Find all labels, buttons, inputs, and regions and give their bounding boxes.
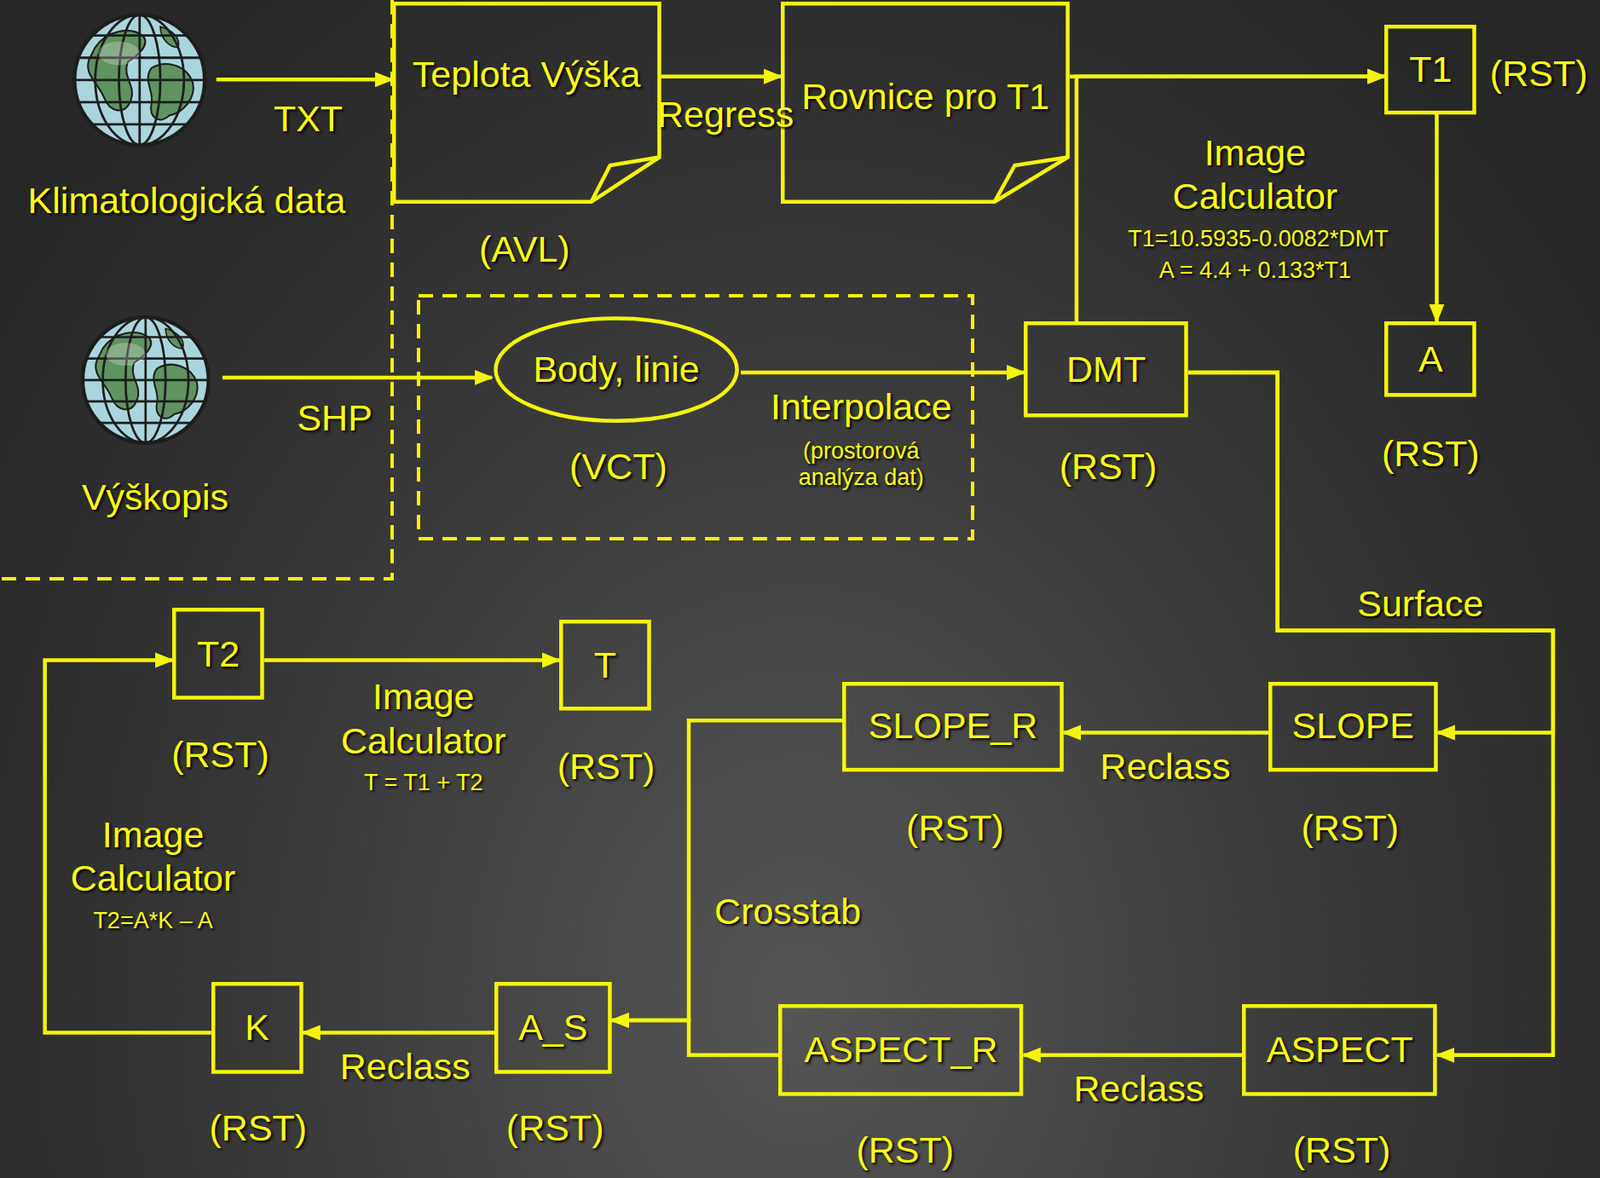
raster-box: SLOPE(RST): [1268, 681, 1439, 772]
flow-connector: [661, 75, 782, 80]
format-tag: (RST): [171, 733, 270, 778]
node-label: Rovnice pro T1: [801, 75, 1050, 120]
format-tag: (VCT): [569, 444, 668, 490]
edge-label: Reclass: [1073, 1068, 1204, 1113]
edge-label: Surface: [1357, 582, 1484, 627]
format-tag: (RST): [209, 1106, 308, 1151]
format-tag: (RST): [557, 745, 656, 790]
node-label: ASPECT: [1266, 1028, 1414, 1073]
data-source-globe: Výškopis: [69, 308, 223, 452]
node-label: T2: [196, 632, 240, 677]
method-note: (prostorová analýza dat): [764, 438, 959, 491]
formula-text: T2=A*K – A: [92, 907, 213, 935]
edge-label: TXT: [273, 97, 343, 142]
formula-text: T = T1 + T2: [363, 770, 484, 798]
edge-label: Interpolace: [770, 385, 953, 430]
edge-label: Image Calculator: [313, 675, 533, 763]
node-label: SLOPE_R: [868, 704, 1038, 749]
format-tag: (AVL): [479, 227, 571, 272]
flow-connector: [740, 370, 1024, 376]
formula-text: A = 4.4 + 0.133*T1: [1159, 258, 1352, 285]
node-label: Teplota Výška: [412, 52, 642, 98]
document-box: Teplota Výška(AVL): [392, 1, 662, 204]
node-label: T: [594, 643, 617, 688]
doc-outline: [392, 1, 662, 204]
flow-connector: [222, 375, 492, 381]
edge-label: Image Calculator: [1145, 131, 1365, 220]
vector-ellipse: Body, linie(VCT): [491, 314, 741, 425]
format-tag: (RST): [1300, 806, 1399, 851]
globe-outline: [69, 308, 223, 452]
flow-connector: [303, 1030, 495, 1035]
node-label: ASPECT_R: [803, 1028, 998, 1073]
raster-box: T(RST): [559, 619, 652, 711]
format-tag: (RST): [855, 1128, 954, 1173]
format-tag: (RST): [906, 806, 1005, 851]
formula-text: T1=10.5935-0.0082*DMT: [1127, 226, 1388, 254]
format-tag: (RST): [1381, 432, 1480, 477]
raster-box: ASPECT(RST): [1241, 1004, 1438, 1097]
globe-outline: [63, 5, 217, 155]
flow-connector: [1434, 114, 1439, 322]
raster-box: SLOPE_R(RST): [842, 681, 1064, 772]
node-label: A: [1418, 337, 1444, 382]
flow-connector: [1188, 372, 1554, 1056]
analysis-frame: [418, 295, 973, 539]
node-label: K: [244, 1005, 270, 1051]
edge-label: SHP: [296, 396, 372, 441]
edge-label: Crosstab: [714, 889, 861, 935]
format-tag: (RST): [1293, 1128, 1392, 1173]
edge-label: Image Calculator: [43, 813, 263, 902]
raster-box: DMT(RST): [1023, 321, 1189, 418]
node-label: DMT: [1066, 347, 1146, 393]
raster-box: ASPECT_R(RST): [778, 1004, 1023, 1097]
flow-connector: [264, 658, 560, 663]
source-name: Klimatologická data: [28, 179, 347, 224]
flow-connector: [216, 77, 393, 82]
raster-box: K(RST): [211, 981, 304, 1075]
edge-label: Regress: [657, 92, 794, 138]
edge-label: Reclass: [1100, 745, 1231, 790]
flow-connector: [612, 1020, 780, 1056]
data-source-globe: Klimatologická data: [63, 5, 217, 155]
node-label: Body, linie: [532, 347, 699, 393]
node-label: A_S: [518, 1005, 588, 1051]
raster-box: A_S(RST): [494, 981, 613, 1075]
flow-connector: [1063, 730, 1269, 735]
node-label: T1: [1409, 47, 1452, 93]
flow-connector: [1076, 76, 1386, 322]
edge-label: Reclass: [340, 1045, 471, 1090]
node-label: SLOPE: [1292, 704, 1415, 749]
source-name: Výškopis: [81, 475, 229, 520]
data-source-boundary: [0, 0, 393, 579]
format-tag: (RST): [506, 1106, 605, 1151]
raster-box: T1(RST): [1384, 24, 1477, 115]
flow-connector: [1188, 372, 1554, 734]
format-tag: (RST): [1490, 52, 1589, 98]
raster-box: T2(RST): [172, 607, 265, 700]
format-tag: (RST): [1059, 444, 1158, 490]
document-box: Rovnice pro T1: [780, 1, 1070, 204]
flow-connector: [1023, 1053, 1243, 1058]
raster-box: A(RST): [1384, 321, 1477, 398]
